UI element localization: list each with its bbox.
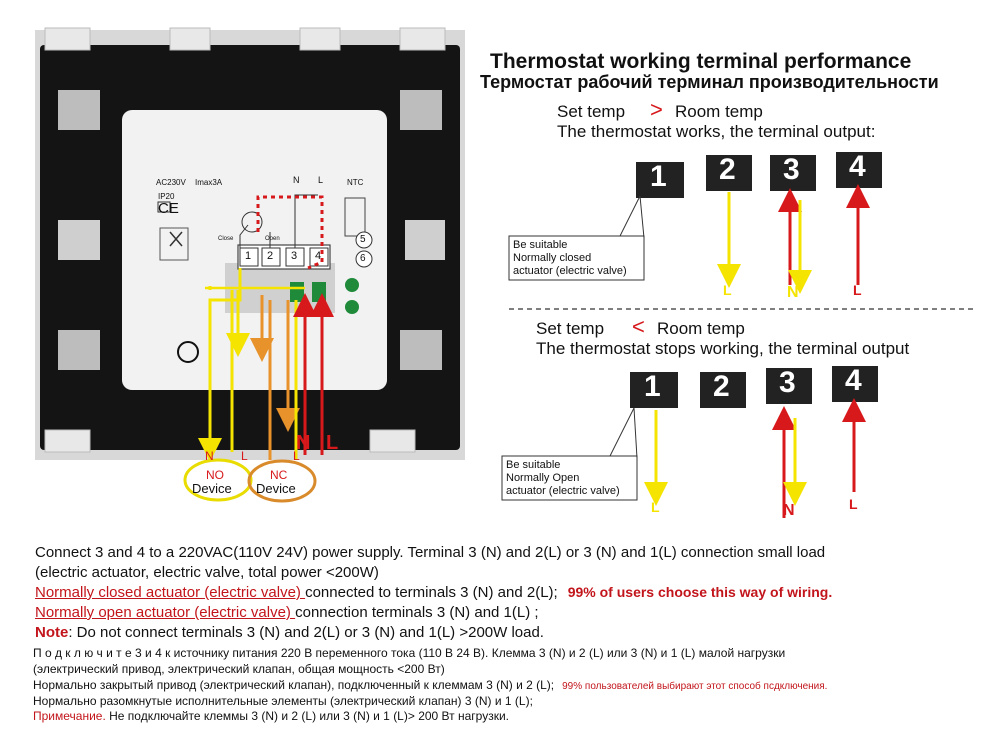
s1-desc: The thermostat works, the terminal outpu… <box>557 122 876 141</box>
s2-label-3: N <box>783 502 795 519</box>
thermostat-back-panel <box>35 27 465 460</box>
terminal-6: 6 <box>360 253 366 264</box>
instr-line4-ul: Normally open actuator (electric valve) <box>35 604 296 621</box>
label-open: Open <box>265 236 280 242</box>
instr-line4: Normally open actuator (electric valve) … <box>35 604 539 621</box>
ru-line2: (электрический привод, электрический кла… <box>33 662 445 676</box>
ru-line3-main: Нормально закрытый привод (электрический… <box>33 678 555 692</box>
s2-terminal-4: 4 <box>845 364 862 397</box>
s1-callout-l2: Normally closed <box>513 252 592 264</box>
s2-cond-left: Set temp <box>536 319 605 338</box>
s2-callout-l3: actuator (electric valve) <box>506 485 620 497</box>
device-wires <box>183 268 334 503</box>
instr-line3-ul: Normally closed actuator (electric valve… <box>35 584 306 601</box>
ru-line3: Нормально закрытый привод (электрический… <box>33 678 827 692</box>
s2-label-4: L <box>849 496 858 512</box>
instr-line5-rest: : Do not connect terminals 3 (N) and 2(L… <box>68 624 544 641</box>
s1-callout-l3: actuator (electric valve) <box>513 265 627 277</box>
no-label: NO <box>206 468 224 482</box>
label-ce: CE <box>158 200 179 217</box>
s2-callout-l1: Be suitable <box>506 459 561 471</box>
s1-label-3: N <box>787 284 799 301</box>
wire-n-label: N <box>296 432 311 454</box>
terminal-4: 4 <box>315 250 322 262</box>
instr-line5-note: Note <box>35 624 69 641</box>
label-close: Close <box>218 236 234 242</box>
terminal-3: 3 <box>291 250 298 262</box>
ru-line1-rest: 3 и 4 к источнику питания 220 В переменн… <box>131 646 786 660</box>
s1-label-2: L <box>723 282 732 298</box>
label-l: L <box>318 175 324 185</box>
ru-line5-red: Примечание. <box>33 709 106 723</box>
s2-cond-right: Room temp <box>657 319 745 338</box>
s1-greater-icon: > <box>650 97 663 122</box>
terminal-2: 2 <box>267 250 274 262</box>
s2-less-icon: < <box>632 314 645 339</box>
no-n-label: N <box>205 449 214 463</box>
s2-callout-l2: Normally Open <box>506 472 580 484</box>
instr-line3: Normally closed actuator (electric valve… <box>35 584 832 601</box>
s2-terminal-2: 2 <box>713 370 730 403</box>
nc-label: NC <box>270 468 288 482</box>
instr-line3-rest: connected to terminals 3 (N) and 2(L); <box>305 584 558 601</box>
nc-device-label: Device <box>256 481 296 496</box>
s1-cond-left: Set temp <box>557 102 626 121</box>
instr-line3-red: 99% of users choose this way of wiring. <box>567 584 833 600</box>
section2-diagram <box>501 366 878 518</box>
ru-line3-red: 99% пользователей выбирают этот способ п… <box>562 681 828 692</box>
section1-diagram <box>508 152 882 294</box>
s1-terminal-4: 4 <box>849 150 866 183</box>
instr-line2: (electric actuator, electric valve, tota… <box>35 564 379 581</box>
s1-callout-l1: Be suitable <box>513 239 568 251</box>
title-en: Thermostat working terminal performance <box>490 50 912 73</box>
instr-line4-rest: connection terminals 3 (N) and 1(L) ; <box>295 604 539 621</box>
label-ac: AC230V <box>156 178 186 187</box>
ru-line1-spaced: П о д к л ю ч и т е <box>33 646 132 660</box>
s1-terminal-3: 3 <box>783 153 800 186</box>
s2-terminal-1: 1 <box>644 370 661 403</box>
s2-terminal-3: 3 <box>779 366 796 399</box>
nc-l-label: L <box>293 449 300 463</box>
ru-line4: Нормально разомкнутые исполнительные эле… <box>33 694 533 708</box>
label-n: N <box>293 175 300 185</box>
instr-line1: Connect 3 and 4 to a 220VAC(110V 24V) po… <box>35 544 826 561</box>
ru-line5: Примечание. Не подключайте клеммы 3 (N) … <box>33 709 509 723</box>
no-l-label: L <box>241 449 248 463</box>
instr-line5: Note: Do not connect terminals 3 (N) and… <box>35 624 544 641</box>
ru-line5-rest: Не подключайте клеммы 3 (N) и 2 (L) или … <box>105 709 509 723</box>
no-device-label: Device <box>192 481 232 496</box>
ru-line1: П о д к л ю ч и т е 3 и 4 к источнику пи… <box>33 646 785 660</box>
s2-desc: The thermostat stops working, the termin… <box>536 339 910 358</box>
title-ru: Термостат рабочий терминал производитель… <box>480 72 939 92</box>
label-ip: IP20 <box>158 192 175 201</box>
s1-terminal-2: 2 <box>719 153 736 186</box>
label-max: Imax3A <box>195 178 223 187</box>
s1-cond-right: Room temp <box>675 102 763 121</box>
terminal-1: 1 <box>245 250 252 262</box>
wire-l-label: L <box>326 432 339 454</box>
label-ntc: NTC <box>347 178 364 187</box>
s2-label-1: L <box>651 499 660 515</box>
s1-label-4: L <box>853 282 862 298</box>
terminal-5: 5 <box>360 234 366 245</box>
s1-terminal-1: 1 <box>650 160 667 193</box>
